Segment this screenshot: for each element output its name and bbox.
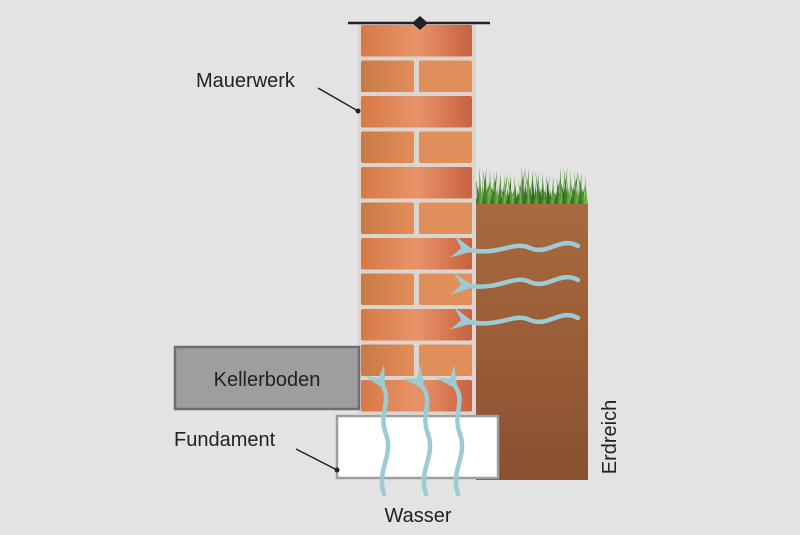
grass-blade <box>531 170 535 204</box>
brick <box>361 96 472 128</box>
vertical-water-arrows <box>364 364 465 497</box>
foundation-label: Fundament <box>174 429 276 451</box>
brick <box>361 167 472 199</box>
basement-floor-label: Kellerboden <box>214 369 321 391</box>
brick <box>361 238 472 270</box>
grass-blade <box>497 172 502 204</box>
foundation-block <box>335 414 500 480</box>
brick <box>419 202 472 234</box>
soil-label: Erdreich <box>599 400 621 474</box>
brick <box>361 344 414 376</box>
water-label: Wasser <box>384 505 451 527</box>
foundation-leader-dot <box>334 467 340 473</box>
grass-blade <box>553 177 561 204</box>
water-arrow-vertical <box>435 364 465 497</box>
brick <box>361 273 414 305</box>
horizontal-water-arrows <box>450 235 581 330</box>
grass-blade <box>513 177 518 204</box>
brick <box>419 60 472 92</box>
water-arrow-vertical <box>364 364 391 497</box>
brick <box>419 344 472 376</box>
brick <box>361 131 414 163</box>
water-arrow-vertical <box>402 364 433 497</box>
water-arrow-horizontal <box>450 307 581 330</box>
brick <box>361 25 472 57</box>
brick <box>419 273 472 305</box>
brick <box>361 309 472 341</box>
grass-blade <box>478 166 483 204</box>
grass-blade <box>487 169 492 204</box>
basement-floor-block <box>173 345 361 411</box>
break-mark <box>412 16 428 30</box>
brick <box>361 202 414 234</box>
water-arrow-horizontal <box>450 272 581 295</box>
brick <box>419 131 472 163</box>
grass-blade <box>567 169 572 204</box>
grass-blade <box>475 187 480 204</box>
masonry-leader-dot <box>355 108 361 114</box>
grass-blade <box>558 166 563 204</box>
grass <box>472 166 588 204</box>
masonry-label: Mauerwerk <box>196 70 296 92</box>
water-arrow-horizontal <box>450 235 581 258</box>
grass-blade <box>583 174 588 204</box>
foundation-leader-line <box>295 448 338 471</box>
brick <box>361 60 414 92</box>
grass-blade <box>540 173 545 204</box>
masonry-leader-line <box>317 87 359 112</box>
grass-blade <box>550 176 555 204</box>
